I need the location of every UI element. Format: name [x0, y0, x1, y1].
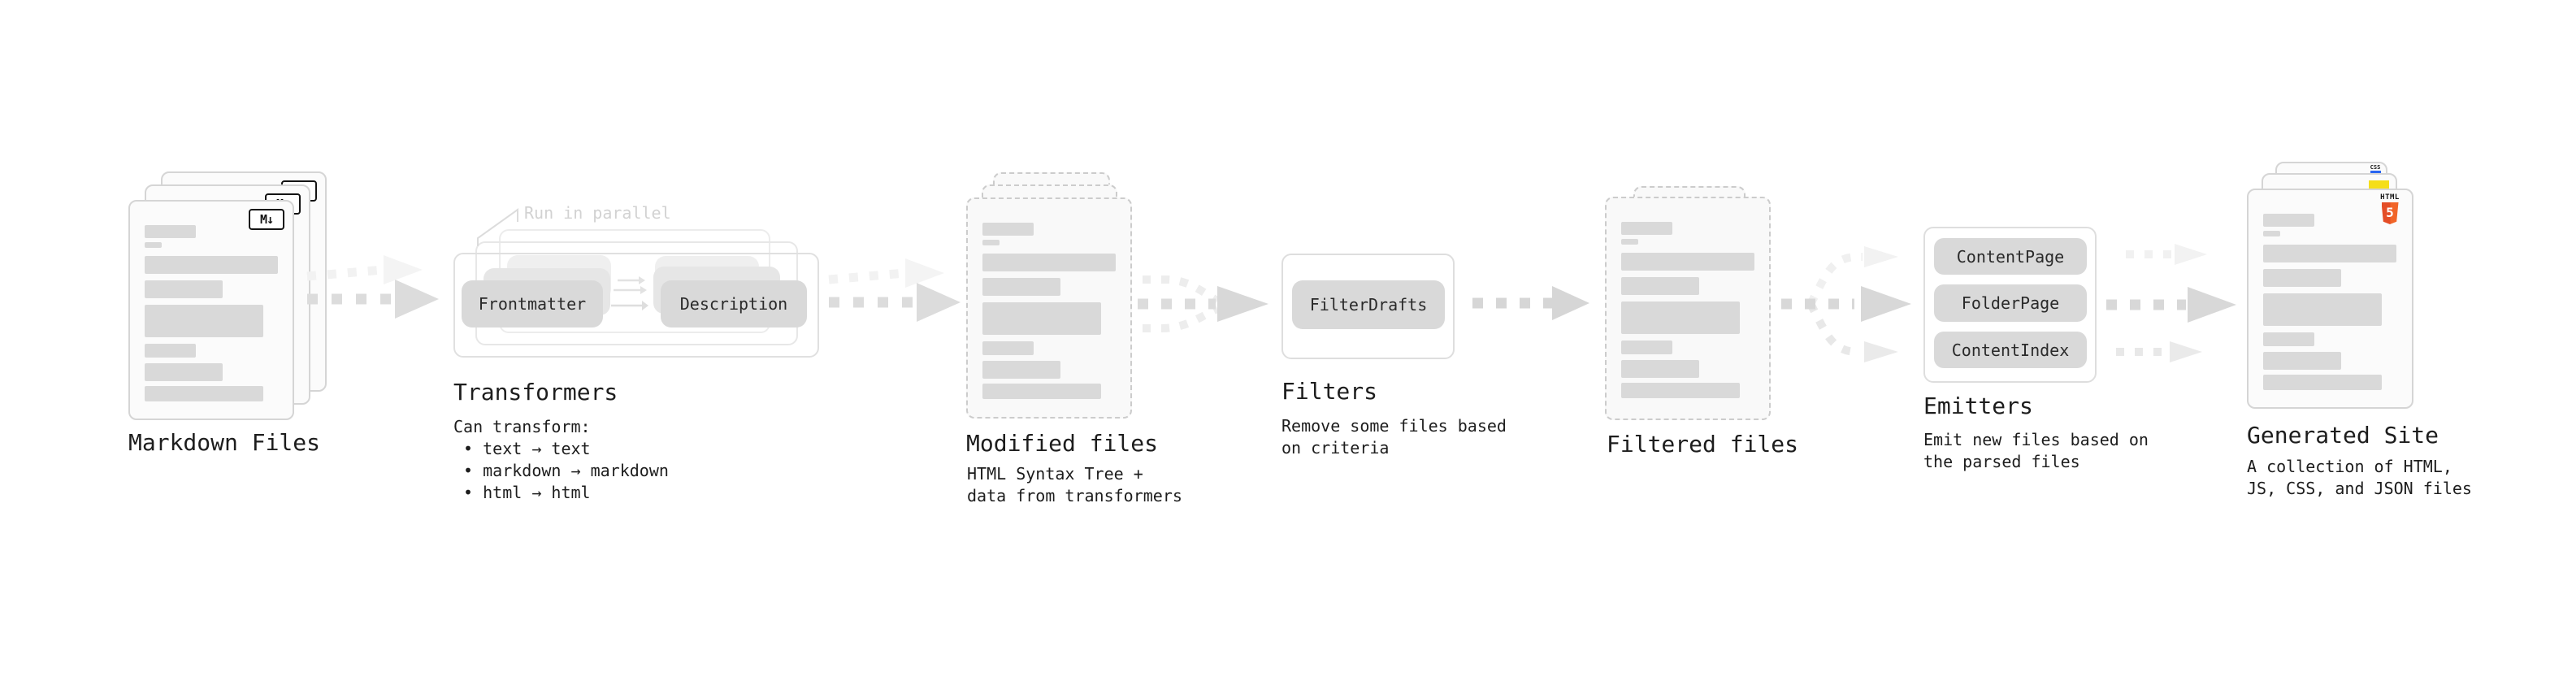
text-line-bar: [982, 341, 1034, 355]
modified-file-card-front: [966, 197, 1132, 419]
contentpage-chip: ContentPage: [1934, 238, 2087, 275]
flow-arrow-markdown-to-transformers: [306, 255, 439, 319]
css-icon: CSS: [2370, 165, 2381, 173]
text-line-bar: [145, 344, 196, 358]
flow-arrow-fanout-to-emitters: [1781, 246, 1911, 362]
flow-arrow-transformers-to-modified: [828, 258, 961, 322]
parallel-arrows-icon: [611, 276, 648, 310]
text-line-bar: [145, 242, 162, 248]
frontmatter-chip: Frontmatter: [462, 280, 603, 327]
text-line-bar: [145, 305, 263, 337]
filters-description: Remove some files based on criteria: [1281, 416, 1507, 458]
text-line-bar: [2263, 352, 2341, 370]
flow-arrow-merge-to-filters: [1138, 275, 1268, 332]
text-line-bar: [982, 302, 1101, 335]
text-line-bar: [982, 361, 1060, 379]
filterdrafts-chip: FilterDrafts: [1292, 280, 1445, 329]
markdown-files-label: Markdown Files: [128, 429, 321, 456]
transformers-label: Transformers: [453, 379, 618, 406]
text-line-bar: [2263, 214, 2314, 227]
file-text-lines: [982, 223, 1116, 399]
text-line-bar: [982, 278, 1060, 296]
text-line-bar: [2263, 231, 2280, 236]
markdown-icon: M↓: [249, 209, 284, 230]
text-line-bar: [145, 363, 223, 381]
flow-arrow-emitters-to-site: [2106, 244, 2236, 362]
contentindex-chip: ContentIndex: [1934, 332, 2087, 368]
text-line-bar: [145, 280, 223, 298]
emitters-label: Emitters: [1923, 393, 2033, 419]
modified-files-description: HTML Syntax Tree + data from transformer…: [967, 464, 1182, 505]
modified-files-label: Modified files: [966, 430, 1159, 457]
text-line-bar: [1621, 383, 1740, 398]
text-line-bar: [982, 384, 1101, 399]
text-line-bar: [1621, 253, 1754, 271]
run-in-parallel-note: Run in parallel: [524, 203, 671, 223]
transformers-description: Can transform: • text → text • markdown …: [453, 417, 669, 502]
generated-site-label: Generated Site: [2247, 422, 2439, 449]
text-line-bar: [1621, 277, 1699, 295]
text-line-bar: [982, 240, 1000, 245]
flow-arrow-filters-to-filtered: [1472, 286, 1589, 320]
site-file-card-html: HTML 5: [2247, 189, 2413, 409]
text-line-bar: [982, 223, 1034, 236]
markdown-file-card-front: M↓: [128, 200, 294, 420]
text-line-bar: [2263, 293, 2382, 326]
text-line-bar: [145, 386, 263, 401]
transformer-group-box-front: [453, 253, 819, 358]
text-line-bar: [982, 254, 1116, 271]
text-line-bar: [1621, 360, 1699, 378]
description-chip: Description: [661, 280, 807, 327]
generated-site-description: A collection of HTML, JS, CSS, and JSON …: [2247, 457, 2472, 498]
filtered-files-label: Filtered files: [1607, 431, 1799, 458]
text-line-bar: [2263, 375, 2382, 390]
run-in-parallel-leader-line: [477, 208, 518, 246]
text-line-bar: [2263, 245, 2396, 262]
html5-icon: HTML 5: [2380, 194, 2400, 224]
text-line-bar: [1621, 340, 1672, 354]
emitters-description: Emit new files based on the parsed files: [1923, 430, 2149, 471]
file-text-lines: [2263, 214, 2396, 390]
text-line-bar: [2263, 269, 2341, 287]
text-line-bar: [145, 256, 278, 274]
filtered-file-card-front: [1605, 197, 1771, 420]
text-line-bar: [1621, 222, 1672, 235]
text-line-bar: [1621, 301, 1740, 334]
filters-label: Filters: [1281, 378, 1378, 405]
text-line-bar: [145, 225, 196, 238]
text-line-bar: [2263, 332, 2314, 346]
folderpage-chip: FolderPage: [1934, 284, 2087, 322]
file-text-lines: [1621, 222, 1754, 398]
text-line-bar: [1621, 239, 1638, 245]
file-text-lines: [145, 225, 278, 401]
